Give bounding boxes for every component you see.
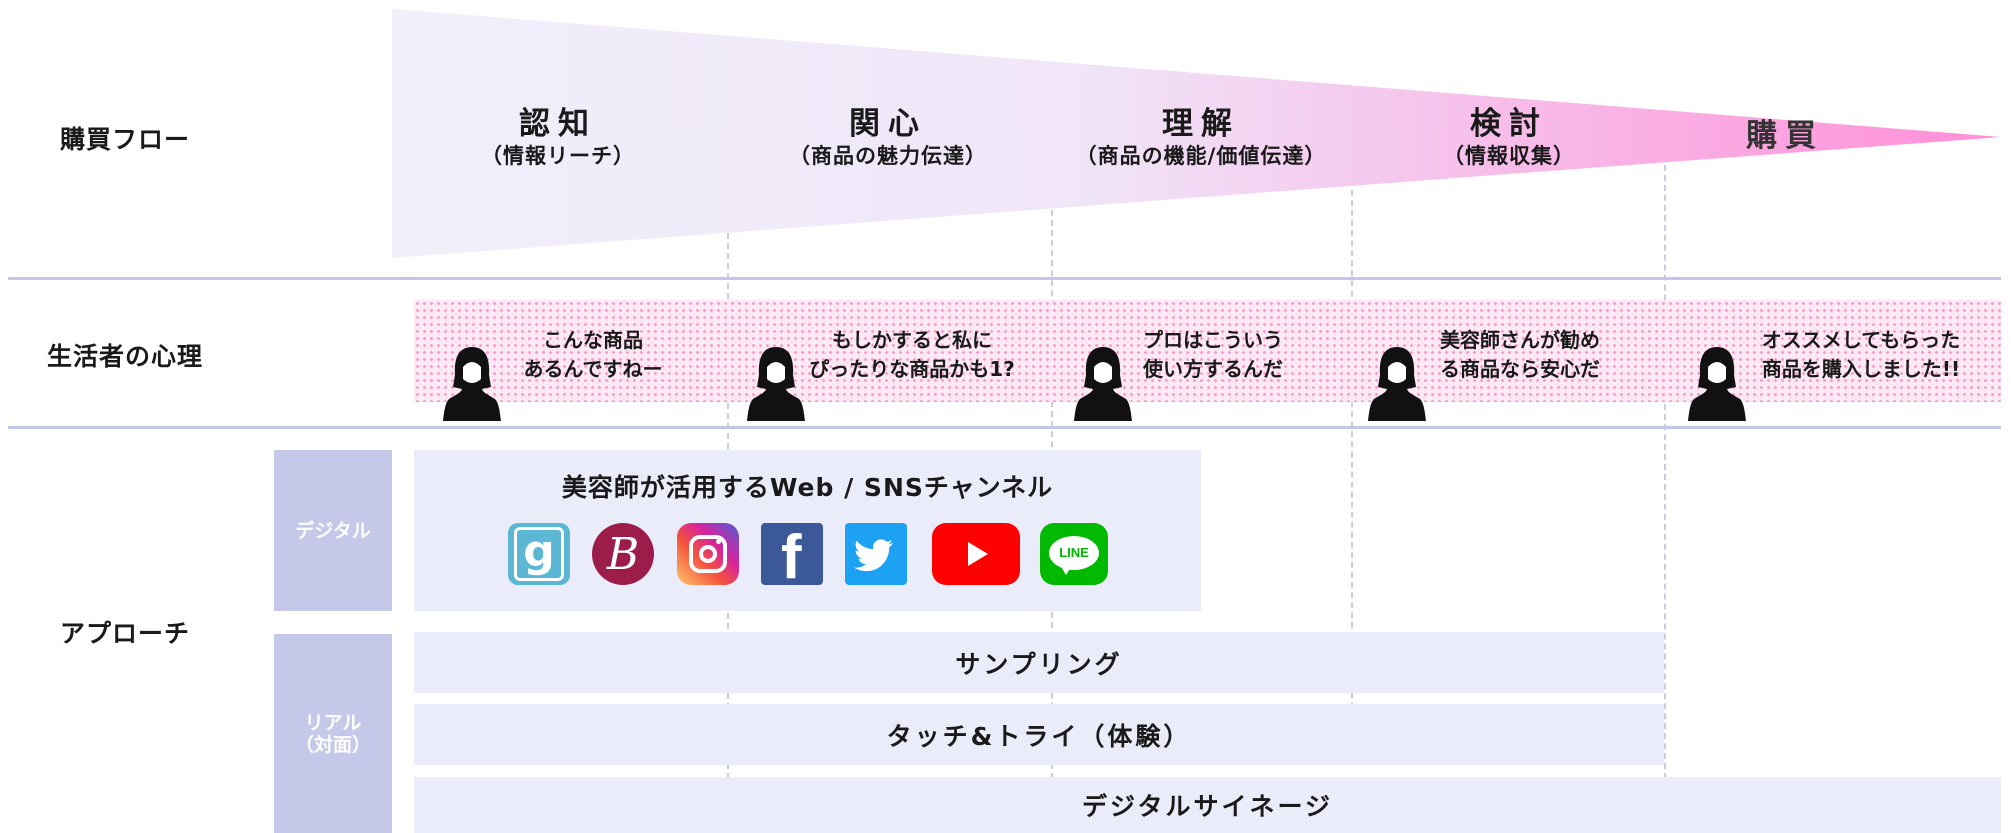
woman-silhouette-icon	[1074, 347, 1132, 421]
stage-subtitle: （情報収集）	[1443, 144, 1575, 168]
stage-awareness: 認知 （情報リーチ）	[458, 106, 658, 170]
beauty-navi-icon[interactable]: g	[508, 523, 570, 585]
stage-consideration: 検討 （情報収集）	[1409, 106, 1609, 170]
row-label-psychology: 生活者の心理	[47, 342, 204, 371]
twitter-icon[interactable]	[845, 523, 907, 585]
quote-line: プロはこういう	[1143, 328, 1283, 352]
row-divider-bottom	[8, 426, 2001, 429]
approach-bar-label: デジタルサイネージ	[1081, 792, 1333, 821]
stage-title: 検討	[1470, 106, 1548, 142]
quote-line: こんな商品	[543, 328, 643, 352]
stage-title: 関心	[849, 106, 927, 142]
consumer-quote: もしかすると私に ぴったりな商品かも1?	[802, 326, 1022, 384]
stage-subtitle: （商品の機能/価値伝達）	[1075, 144, 1327, 168]
web-sns-title: 美容師が活用するWeb / SNSチャンネル	[561, 473, 1054, 502]
approach-bar-label: タッチ&トライ（体験）	[886, 721, 1192, 751]
row-label-approach: アプローチ	[60, 619, 191, 648]
quote-line: オススメしてもらった	[1761, 328, 1961, 352]
facebook-icon[interactable]: f	[761, 523, 823, 585]
psychology-band	[414, 300, 2001, 402]
line-icon[interactable]: LINE	[1040, 523, 1108, 585]
beauty-b-icon[interactable]: B	[592, 523, 654, 585]
woman-silhouette-icon	[1688, 347, 1746, 421]
woman-silhouette-icon	[747, 347, 805, 421]
stage-title: 認知	[519, 106, 597, 142]
stage-subtitle: （情報リーチ）	[481, 144, 635, 168]
consumer-quote: プロはこういう 使い方するんだ	[1128, 326, 1298, 384]
quote-line: もしかすると私に	[832, 328, 992, 352]
quote-line: 使い方するんだ	[1143, 357, 1283, 381]
consumer-quote: オススメしてもらった 商品を購入しました!!	[1746, 326, 1976, 384]
quote-line: る商品なら安心だ	[1440, 357, 1600, 381]
approach-touch-try: タッチ&トライ（体験）	[414, 704, 1664, 765]
youtube-icon[interactable]	[932, 523, 1020, 585]
stage-divider	[1664, 165, 1666, 779]
category-digital-label: デジタル	[295, 519, 371, 542]
approach-sampling: サンプリング	[414, 632, 1664, 693]
quote-line: 美容師さんが勧め	[1440, 328, 1600, 352]
stage-interest: 関心 （商品の魅力伝達）	[768, 106, 1008, 170]
category-real: リアル （対面）	[274, 634, 392, 833]
stage-understanding: 理解 （商品の機能/価値伝達）	[1061, 106, 1341, 170]
category-digital: デジタル	[274, 450, 392, 611]
category-real-sublabel: （対面）	[294, 733, 371, 756]
row-label-flow: 購買フロー	[60, 125, 191, 154]
stage-purchase: 購買	[1685, 118, 1885, 154]
quote-line: ぴったりな商品かも1?	[809, 357, 1015, 381]
category-real-label: リアル	[304, 711, 362, 734]
stage-title: 購買	[1746, 118, 1824, 154]
consumer-quote: こんな商品 あるんですねー	[508, 326, 678, 384]
consumer-quote: 美容師さんが勧め る商品なら安心だ	[1425, 326, 1615, 384]
instagram-icon[interactable]	[677, 523, 739, 585]
woman-silhouette-icon	[443, 347, 501, 421]
stage-divider	[1351, 190, 1353, 759]
quote-line: 商品を購入しました!!	[1761, 357, 1961, 381]
stage-title: 理解	[1162, 106, 1240, 142]
row-divider-top	[8, 277, 2001, 280]
stage-subtitle: （商品の魅力伝達）	[789, 144, 987, 168]
woman-silhouette-icon	[1368, 347, 1426, 421]
approach-digital-signage: デジタルサイネージ	[414, 777, 2001, 833]
approach-bar-label: サンプリング	[955, 649, 1123, 679]
quote-line: あるんですねー	[523, 357, 663, 381]
